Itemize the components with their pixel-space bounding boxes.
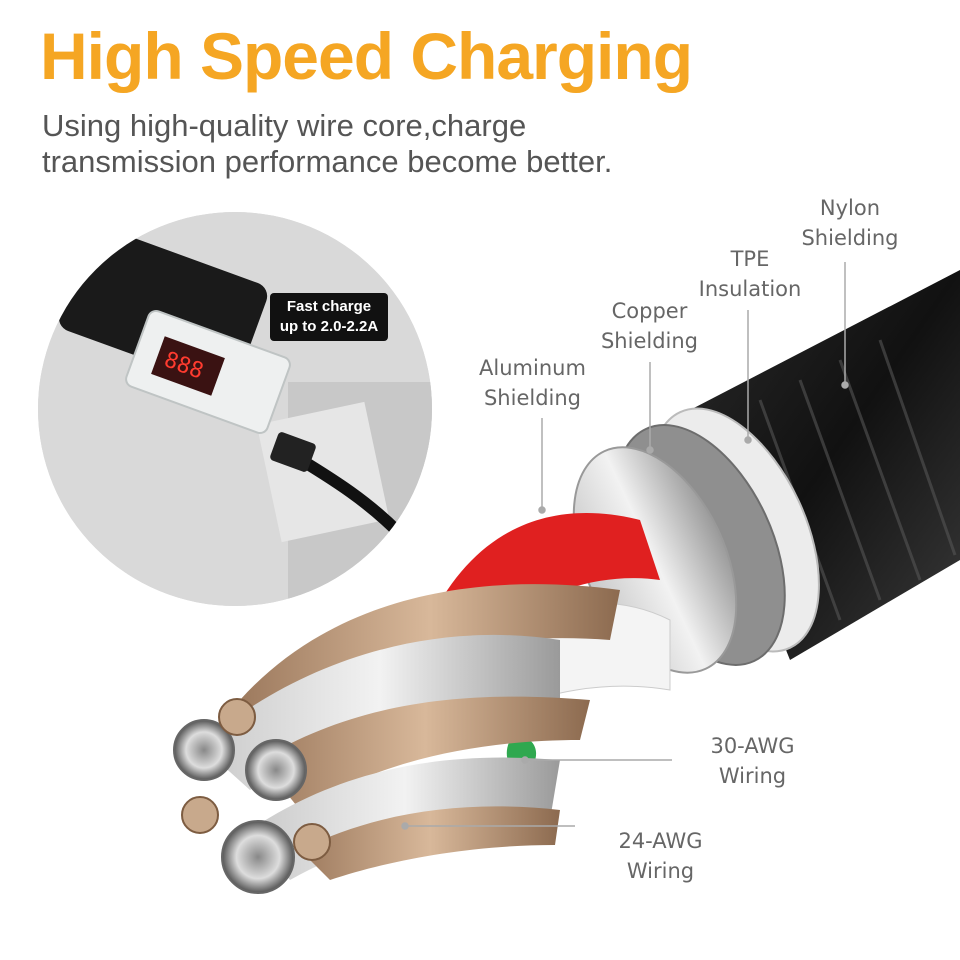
label-30awg-line-1: 30-AWG [710, 734, 795, 758]
subheadline-line-1: Using high-quality wire core,charge [42, 108, 527, 143]
label-nylon-line-1: Nylon [819, 196, 881, 220]
strand-end-2 [245, 739, 307, 801]
headline: High Speed Charging [40, 19, 693, 93]
copper-strand-top [240, 584, 620, 740]
label-30awg-wiring: 30-AWG Wiring [690, 731, 815, 791]
label-aluminum-shielding: Aluminum Shielding [470, 353, 595, 413]
label-copper-shielding: Copper Shielding [592, 296, 707, 356]
badge-line-2: up to 2.0-2.2A [279, 318, 379, 335]
strand-end-3 [218, 698, 256, 736]
label-tpe-line-1: TPE [730, 247, 770, 271]
label-copper-line-1: Copper [611, 299, 688, 323]
fast-charge-badge: Fast charge up to 2.0-2.2A [270, 293, 388, 341]
label-aluminum-line-2: Shielding [483, 386, 582, 410]
badge-line-1: Fast charge [286, 298, 372, 315]
label-24awg-wiring: 24-AWG Wiring [598, 826, 723, 886]
strand-end-5 [221, 820, 295, 894]
copper-strand-mid [260, 696, 590, 810]
strand-end-6 [293, 823, 331, 861]
subheadline-line-2: transmission performance become better. [42, 144, 613, 179]
label-30awg-line-2: Wiring [718, 764, 787, 788]
label-24awg-line-1: 24-AWG [618, 829, 703, 853]
label-nylon-line-2: Shielding [801, 226, 899, 250]
label-nylon-shielding: Nylon Shielding [795, 193, 905, 253]
label-tpe-line-2: Insulation [698, 277, 802, 301]
copper-strand-bottom [300, 806, 560, 880]
label-aluminum-line-1: Aluminum [479, 356, 586, 380]
usb-tester-photo: 888 [38, 212, 432, 606]
strand-end-1 [173, 719, 235, 781]
strand-end-4 [181, 796, 219, 834]
label-tpe-insulation: TPE Insulation [690, 244, 810, 304]
label-24awg-line-2: Wiring [626, 859, 695, 883]
label-copper-line-2: Shielding [600, 329, 699, 353]
